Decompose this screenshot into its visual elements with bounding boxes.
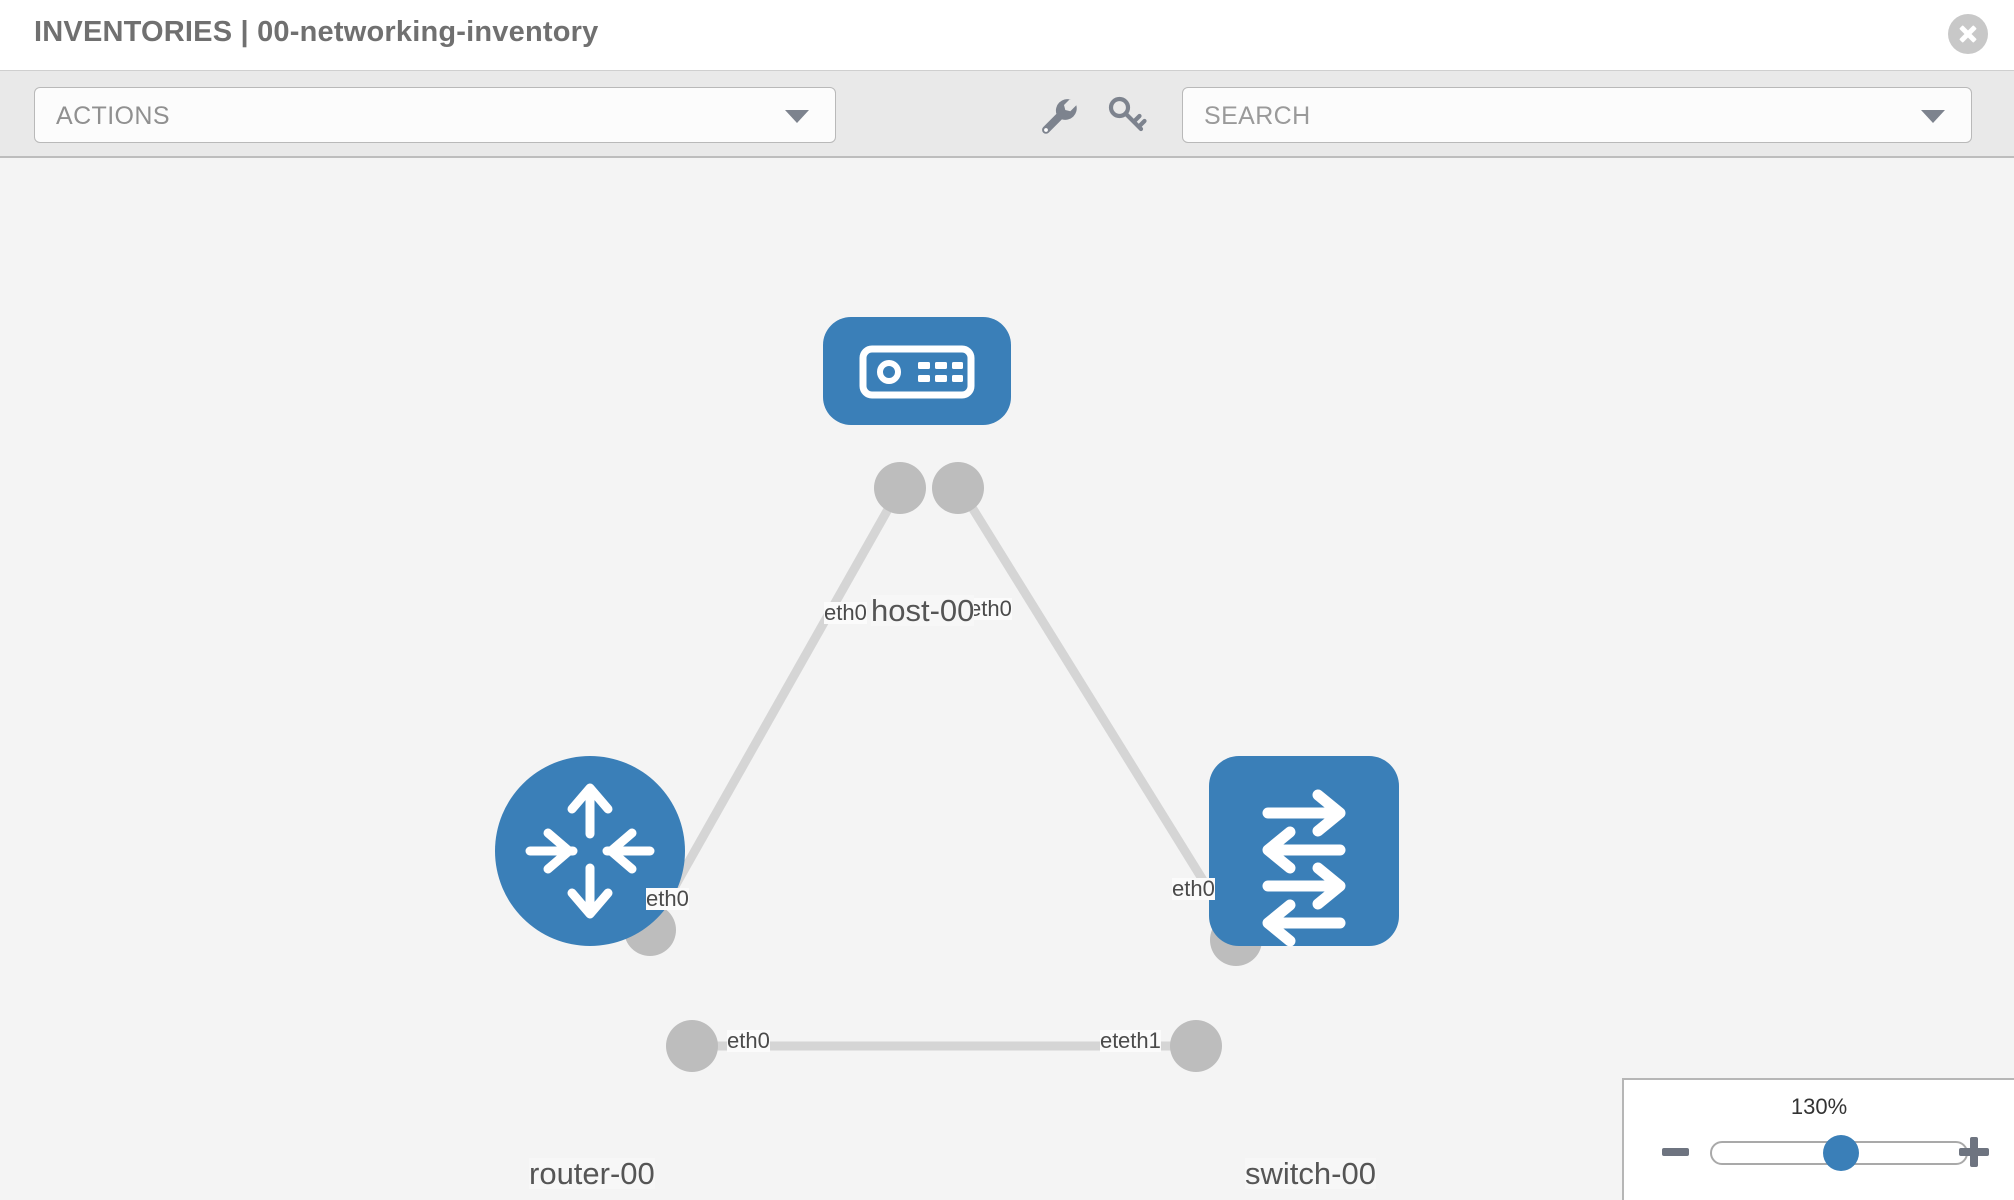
toolbar: ACTIONS SEARCH	[0, 70, 2014, 158]
zoom-slider[interactable]	[1710, 1135, 1968, 1171]
link-host-switch	[956, 485, 1249, 951]
wrench-icon[interactable]	[1037, 93, 1083, 137]
graph-endpoints	[624, 462, 1262, 1072]
search-input[interactable]: SEARCH	[1182, 87, 1972, 143]
endpoint-switch-left	[1170, 1020, 1222, 1072]
zoom-slider-thumb[interactable]	[1823, 1135, 1859, 1171]
node-label-host-00: host-00	[871, 593, 975, 628]
minus-icon[interactable]	[1662, 1148, 1689, 1156]
endpoint-host-right	[932, 462, 984, 514]
chevron-down-icon	[785, 110, 809, 123]
topology-graph	[495, 317, 1399, 1072]
switch-arrows-icon	[1262, 789, 1346, 947]
zoom-level-value: 130%	[1790, 1094, 1848, 1119]
iface-label-host-left: eth0	[824, 600, 867, 625]
actions-dropdown[interactable]: ACTIONS	[34, 87, 836, 143]
node-switch-00	[1209, 756, 1399, 947]
search-placeholder: SEARCH	[1204, 102, 1311, 130]
iface-label-host-right: eth0	[969, 596, 1012, 621]
topology-canvas[interactable]: eth0 eth0 eth0 eth0 eth0 eth0 eth1 host-…	[0, 158, 2014, 1200]
actions-dropdown-label: ACTIONS	[56, 102, 170, 130]
node-label-router-00: router-00	[529, 1156, 655, 1191]
iface-label-switch-left: eth1	[1118, 1028, 1161, 1053]
graph-links	[636, 485, 1249, 1051]
endpoint-host-left	[874, 462, 926, 514]
server-icon	[859, 345, 975, 399]
page-title: INVENTORIES | 00-networking-inventory	[34, 16, 599, 48]
link-host-router	[636, 485, 904, 951]
plus-icon[interactable]	[1958, 1136, 1990, 1168]
node-label-switch-00: switch-00	[1245, 1156, 1376, 1191]
node-host-00	[823, 317, 1011, 425]
page-header: INVENTORIES | 00-networking-inventory	[0, 0, 2014, 70]
iface-label-router-up: eth0	[646, 886, 689, 911]
key-icon[interactable]	[1104, 93, 1150, 137]
router-arrows-icon	[525, 783, 655, 919]
endpoint-router-right	[666, 1020, 718, 1072]
chevron-down-icon[interactable]	[1921, 110, 1945, 123]
zoom-control-panel: 130%	[1622, 1078, 2014, 1200]
close-icon[interactable]	[1948, 14, 1988, 54]
iface-label-switch-up: eth0	[1172, 876, 1215, 901]
iface-label-router-right: eth0	[727, 1028, 770, 1053]
zoom-slider-row	[1624, 1134, 2014, 1174]
node-router-00	[495, 756, 685, 946]
